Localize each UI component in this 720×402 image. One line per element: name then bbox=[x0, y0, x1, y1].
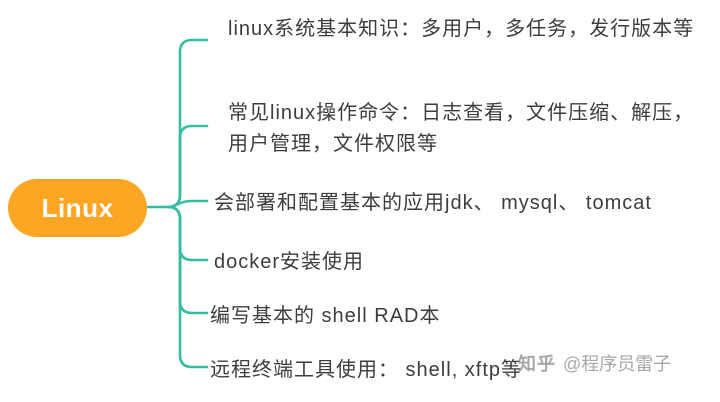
zhihu-logo: 知乎 bbox=[518, 354, 556, 374]
watermark-author: @程序员雷子 bbox=[563, 354, 672, 374]
branch-remote-terminal: 远程终端工具使用： shell, xftp等 bbox=[210, 359, 523, 381]
connector-branch-1 bbox=[166, 38, 209, 209]
connector-branch-2 bbox=[166, 124, 209, 209]
branch-shell-script: 编写基本的 shell RAD本 bbox=[210, 305, 441, 327]
branch-deploy-apps: 会部署和配置基本的应用jdk、 mysql、 tomcat bbox=[214, 192, 652, 214]
connector-branch-3 bbox=[166, 199, 209, 209]
connector-branch-5 bbox=[166, 205, 209, 315]
root-node-label: Linux bbox=[41, 192, 114, 223]
watermark: 知乎 @程序员雷子 bbox=[518, 350, 671, 376]
branch-docker: docker安装使用 bbox=[214, 251, 365, 273]
root-node-linux: Linux bbox=[8, 179, 147, 237]
connector-branch-6 bbox=[166, 205, 209, 369]
branch-linux-basics: linux系统基本知识：多用户，多任务，发行版本等 bbox=[228, 18, 695, 40]
branch-linux-commands: 常见linux操作命令：日志查看，文件压缩、解压，用户管理，文件权限等 bbox=[228, 102, 695, 155]
connector-branch-4 bbox=[166, 205, 209, 262]
